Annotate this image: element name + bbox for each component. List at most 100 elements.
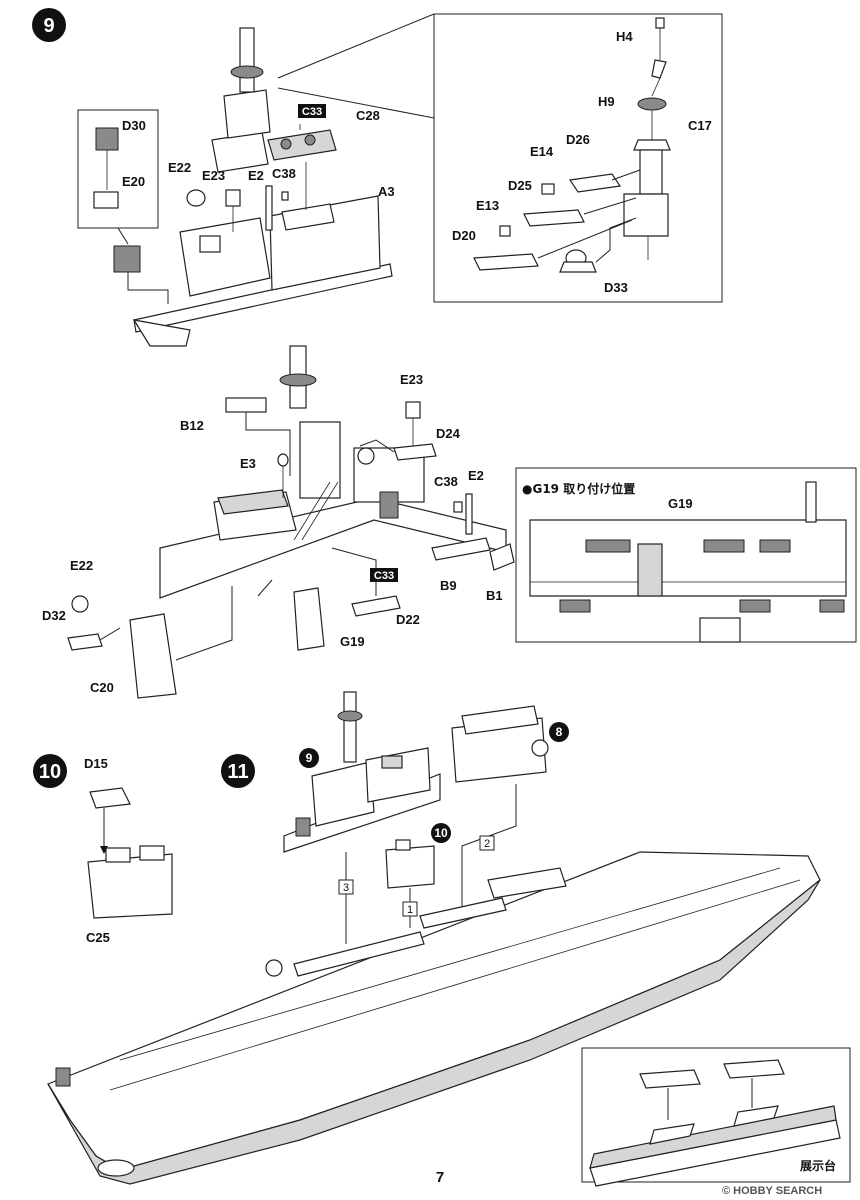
island-subassembly — [283, 691, 441, 944]
g19-position-note: ●G19 取り付け位置 — [522, 481, 635, 496]
part-e20 — [93, 191, 119, 209]
part-d32 — [67, 633, 103, 651]
part-c20 — [129, 613, 177, 699]
label-c17: C17 — [688, 118, 712, 133]
label-e20: E20 — [122, 174, 145, 189]
stand-label: 展示台 — [800, 1158, 836, 1173]
part-h4 — [651, 59, 667, 79]
part-e3 — [277, 453, 289, 467]
label-d15: D15 — [84, 756, 108, 771]
step-9-middle-parts — [67, 397, 515, 699]
part-d22 — [351, 595, 401, 617]
part-e23b — [405, 401, 421, 419]
label-c33-box — [298, 104, 326, 118]
island-sub-mast — [343, 691, 357, 763]
label-d20: D20 — [452, 228, 476, 243]
part-e13 — [499, 225, 511, 237]
ref-step-10-badge: 10 — [431, 823, 451, 843]
label-c28: C28 — [356, 108, 380, 123]
ciws-assembly — [113, 245, 141, 273]
label-g19: G19 — [340, 634, 365, 649]
part-c38 — [281, 191, 289, 201]
mast-base — [623, 193, 669, 237]
label-c25: C25 — [86, 930, 110, 945]
label-c33b: C33 — [374, 570, 394, 582]
step-10-section: 10 D15 C25 — [33, 754, 173, 945]
g19-position-drawing — [529, 481, 847, 643]
label-c20: C20 — [90, 680, 114, 695]
svg-text:10: 10 — [434, 826, 448, 840]
part-c25 — [87, 853, 173, 919]
step-9-section: 9 — [32, 8, 723, 347]
mast-detail-box — [433, 13, 723, 303]
inset-island — [529, 519, 847, 597]
mast-radar — [230, 65, 264, 79]
label-c33: C33 — [302, 106, 322, 118]
g19-position-box — [515, 467, 857, 643]
part-c38b — [453, 501, 463, 513]
island-side-dome — [357, 447, 375, 465]
deck-elevator-aft — [487, 867, 567, 899]
part-g19 — [293, 587, 325, 651]
deck-elevator-mid — [419, 897, 507, 929]
inset-g19 — [637, 543, 663, 597]
stand-cradle-fwd — [639, 1069, 701, 1089]
part-d33 — [559, 261, 597, 273]
ship-hull — [47, 851, 821, 1185]
bow-bulb — [97, 1159, 135, 1177]
part-e23 — [225, 189, 241, 207]
step-9-number: 9 — [43, 15, 54, 37]
mast-lower — [211, 131, 269, 173]
hull-side — [47, 879, 821, 1185]
gun-detail-parts — [93, 127, 169, 304]
svg-text:2: 2 — [484, 838, 490, 850]
callout-line — [277, 13, 435, 79]
part-e2 — [265, 185, 273, 231]
step-9-continued-section: ●G19 取り付け位置 B12 E23 D24 E3 C38 E2 C33 D2… — [42, 345, 857, 699]
sequence-3: 3 — [338, 879, 354, 895]
callout-line — [277, 87, 435, 119]
ref-step-9-badge: 9 — [299, 748, 319, 768]
island-side-funnel — [217, 489, 289, 515]
part-e14 — [541, 183, 555, 195]
label-d22: D22 — [396, 612, 420, 627]
part-h4-top — [655, 17, 665, 29]
island-forward — [132, 319, 191, 347]
part-b9 — [431, 537, 491, 561]
mast-mid — [223, 89, 271, 139]
label-b1: B1 — [486, 588, 503, 603]
label-h4: H4 — [616, 29, 633, 44]
label-e13: E13 — [476, 198, 499, 213]
part-h9 — [637, 97, 667, 111]
label-e22b: E22 — [70, 558, 93, 573]
part-d20 — [473, 253, 539, 271]
elevator-body — [385, 845, 435, 889]
part-e22b-dome — [71, 595, 89, 613]
mast-upper — [239, 27, 255, 93]
part-b12 — [225, 397, 267, 413]
aft-island-subassembly — [451, 705, 549, 906]
ladder — [293, 481, 331, 541]
label-h9: H9 — [598, 94, 615, 109]
svg-text:1: 1 — [407, 904, 413, 916]
label-a3: A3 — [378, 184, 395, 199]
inset-mast — [805, 481, 817, 523]
label-d32: D32 — [42, 608, 66, 623]
label-e23: E23 — [202, 168, 225, 183]
label-d26: D26 — [566, 132, 590, 147]
step-10-number: 10 — [39, 761, 61, 783]
label-e2b: E2 — [468, 468, 484, 483]
step-9-badge: 9 — [32, 8, 66, 42]
label-b12: B12 — [180, 418, 204, 433]
part-e22-dome — [186, 189, 206, 207]
aft-island-top — [461, 705, 539, 735]
label-e23b: E23 — [400, 372, 423, 387]
label-e14: E14 — [530, 144, 554, 159]
part-c17 — [633, 139, 671, 151]
island-side-ciws — [379, 491, 399, 519]
ref-step-8-badge: 8 — [549, 722, 569, 742]
label-e3: E3 — [240, 456, 256, 471]
part-d24 — [393, 443, 437, 461]
page-number: 7 — [436, 1169, 444, 1186]
